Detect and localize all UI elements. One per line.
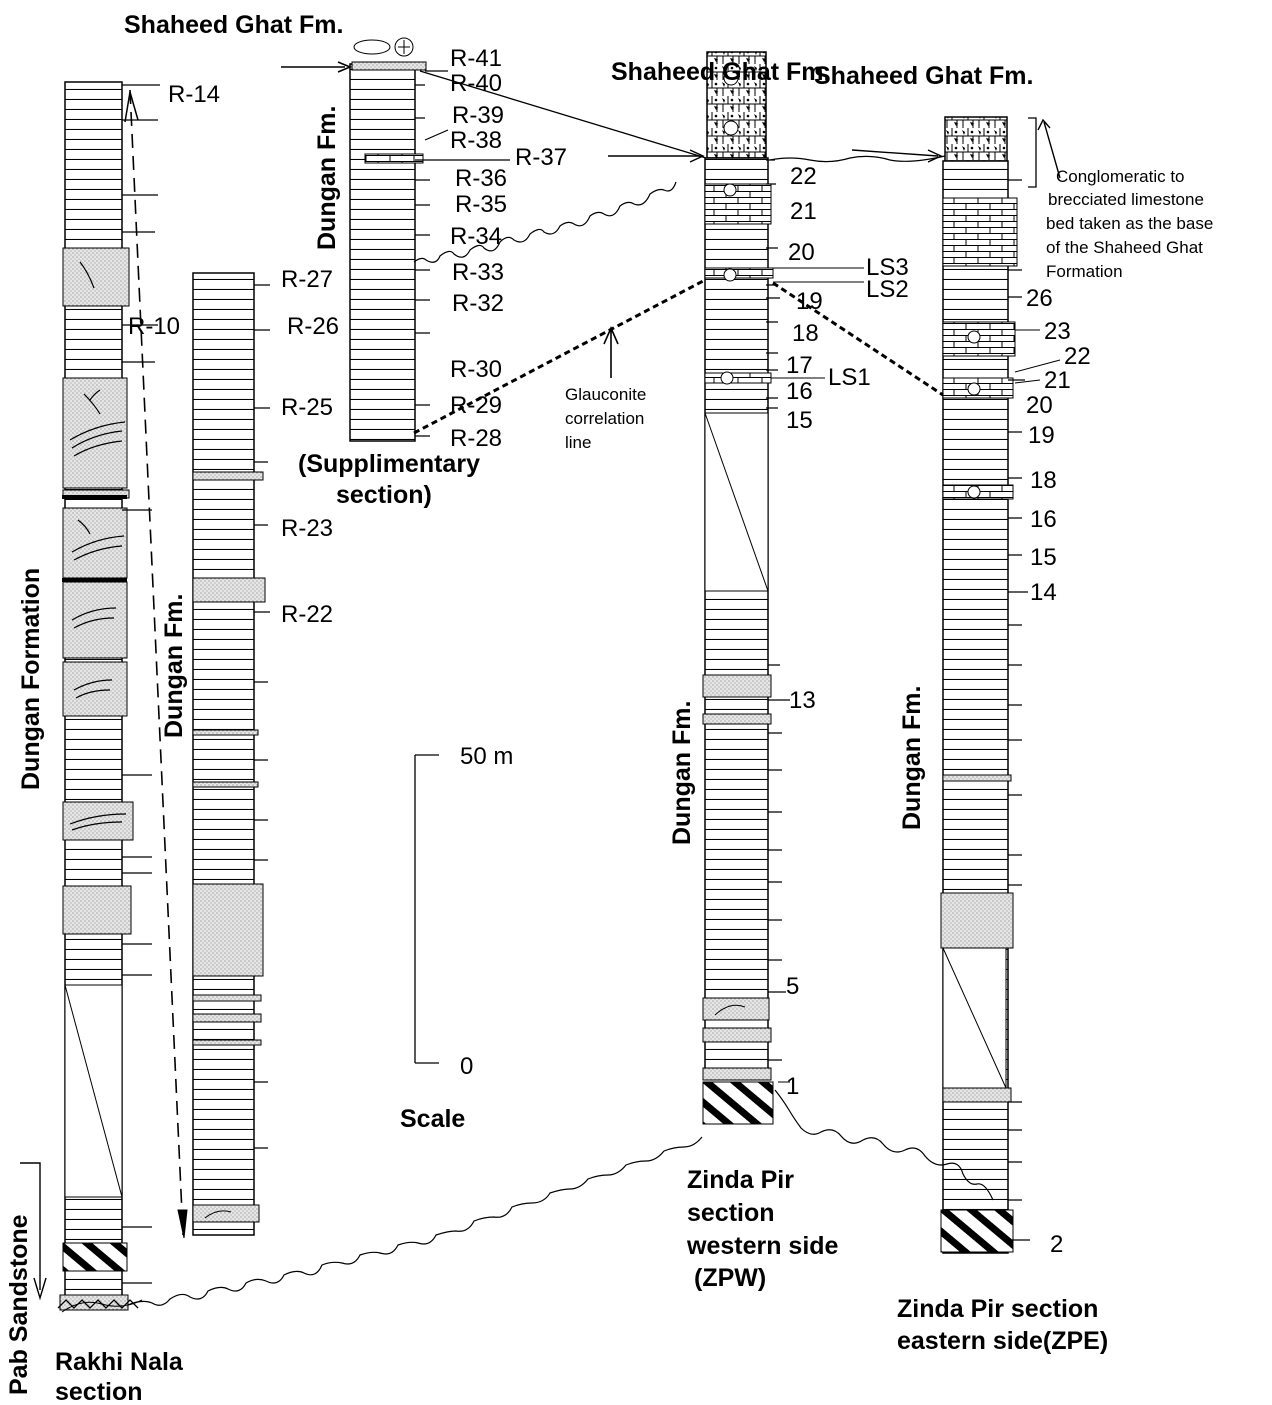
label-zpw-21: 21 <box>790 198 817 225</box>
glauconite-line-3: line <box>565 433 591 452</box>
col2-sample-labels: R-27 R-26 R-25 R-23 R-22 <box>281 266 339 628</box>
zpw-title-3: western side <box>686 1232 839 1260</box>
label-r10: R-10 <box>128 313 180 340</box>
label-r27: R-27 <box>281 266 333 293</box>
label-r33: R-33 <box>452 259 504 286</box>
rakhi-title-2: section <box>55 1378 143 1405</box>
label-zpw-17: 17 <box>786 352 813 379</box>
supp-sample-labels: R-41 R-40 R-39 R-38 R-37 R-36 R-35 R-34 … <box>450 45 567 452</box>
label-r30: R-30 <box>450 356 502 383</box>
label-zpw-20: 20 <box>788 239 815 266</box>
label-zpe-26: 26 <box>1026 285 1053 312</box>
label-r32: R-32 <box>452 290 504 317</box>
label-r41: R-41 <box>450 45 502 72</box>
zpw-title-1: Zinda Pir <box>687 1166 794 1194</box>
label-zpw-ls2: LS2 <box>866 276 909 303</box>
label-zpe-2: 2 <box>1050 1231 1063 1258</box>
label-zpw-1: 1 <box>786 1073 799 1100</box>
rakhi-nala-column <box>57 81 160 1313</box>
congl-line-2: brecciated limestone <box>1048 190 1204 209</box>
label-r29: R-29 <box>450 392 502 419</box>
label-r28: R-28 <box>450 425 502 452</box>
dungan-fm-label-zpw: Dungan Fm. <box>668 701 696 845</box>
congl-line-5: Formation <box>1046 262 1123 281</box>
label-r36: R-36 <box>455 165 507 192</box>
shaheed-ghat-label-1: Shaheed Ghat Fm. <box>124 11 343 39</box>
label-zpe-14: 14 <box>1030 579 1057 606</box>
label-zpw-22: 22 <box>790 163 817 190</box>
dungan-fm-label-supp: Dungan Fm. <box>313 106 341 250</box>
congl-line-4: of the Shaheed Ghat <box>1046 238 1203 257</box>
label-r22: R-22 <box>281 601 333 628</box>
label-r25: R-25 <box>281 394 333 421</box>
supp-title-2: section) <box>336 481 432 509</box>
pab-sandstone-label: Pab Sandstone <box>5 1214 33 1395</box>
scale-bottom: 0 <box>460 1053 473 1080</box>
label-zpe-21: 21 <box>1044 367 1071 394</box>
zpw-sample-labels: 22 21 20 LS3 LS2 19 18 17 LS1 16 15 13 5… <box>786 163 909 1100</box>
label-r34: R-34 <box>450 223 502 250</box>
label-zpe-19: 19 <box>1028 422 1055 449</box>
zpe-title-1: Zinda Pir section <box>897 1295 1098 1323</box>
rakhi-title-1: Rakhi Nala <box>55 1348 184 1376</box>
zpw-title-4: (ZPW) <box>694 1264 766 1292</box>
congl-line-1: Conglomeratic to <box>1056 167 1185 186</box>
section-titles: Rakhi Nala section (Supplimentary sectio… <box>55 450 1108 1405</box>
label-r40: R-40 <box>450 70 502 97</box>
label-r39: R-39 <box>452 102 504 129</box>
label-r38: R-38 <box>450 127 502 154</box>
scale-bar: 50 m 0 Scale <box>400 743 513 1133</box>
congl-line-3: bed taken as the base <box>1046 214 1213 233</box>
zpw-title-2: section <box>687 1199 775 1227</box>
rakhi-sample-labels: R-14 R-10 <box>128 81 220 340</box>
label-r35: R-35 <box>455 191 507 218</box>
zpe-title-2: eastern side(ZPE) <box>897 1327 1108 1355</box>
label-zpe-20: 20 <box>1026 392 1053 419</box>
label-r14: R-14 <box>168 81 220 108</box>
label-zpw-ls3: LS3 <box>866 254 909 281</box>
scale-label: Scale <box>400 1105 465 1133</box>
label-zpw-16: 16 <box>786 378 813 405</box>
shaheed-ghat-label-2: Shaheed Ghat Fm. <box>611 58 830 86</box>
label-r37: R-37 <box>515 144 567 171</box>
supp-title-1: (Supplimentary <box>298 450 480 478</box>
zpw-column <box>702 51 864 1125</box>
column-2 <box>192 272 270 1236</box>
label-zpe-22: 22 <box>1064 343 1091 370</box>
label-zpw-5: 5 <box>786 973 799 1000</box>
label-zpw-ls1: LS1 <box>828 364 871 391</box>
label-zpw-19: 19 <box>796 288 823 315</box>
shaheed-ghat-label-3: Shaheed Ghat Fm. <box>814 62 1033 90</box>
formation-labels: Shaheed Ghat Fm. Shaheed Ghat Fm. Shahee… <box>5 11 1033 1395</box>
label-r23: R-23 <box>281 515 333 542</box>
dungan-fm-label-col2: Dungan Fm. <box>160 594 188 738</box>
scale-top: 50 m <box>460 743 513 770</box>
glauconite-line-1: Glauconite <box>565 385 646 404</box>
dungan-fm-label-zpe: Dungan Fm. <box>898 686 926 830</box>
label-zpe-23: 23 <box>1044 318 1071 345</box>
label-zpw-15: 15 <box>786 407 813 434</box>
zpe-column <box>940 116 1061 1254</box>
label-zpw-18: 18 <box>792 320 819 347</box>
zpe-sample-labels: 26 23 22 21 20 19 18 16 15 14 2 <box>1026 285 1091 1258</box>
label-zpe-16: 16 <box>1030 506 1057 533</box>
label-zpe-18: 18 <box>1030 467 1057 494</box>
correlation-lines <box>20 61 1061 1306</box>
glauconite-line-2: correlation <box>565 409 644 428</box>
label-zpw-13: 13 <box>789 687 816 714</box>
dungan-formation-label: Dungan Formation <box>17 568 45 790</box>
glauconite-note: Glauconite correlation line <box>565 385 646 452</box>
supplementary-column <box>349 37 510 442</box>
label-zpe-15: 15 <box>1030 544 1057 571</box>
conglomeratic-note: Conglomeratic to brecciated limestone be… <box>1046 167 1213 281</box>
label-r26: R-26 <box>287 313 339 340</box>
